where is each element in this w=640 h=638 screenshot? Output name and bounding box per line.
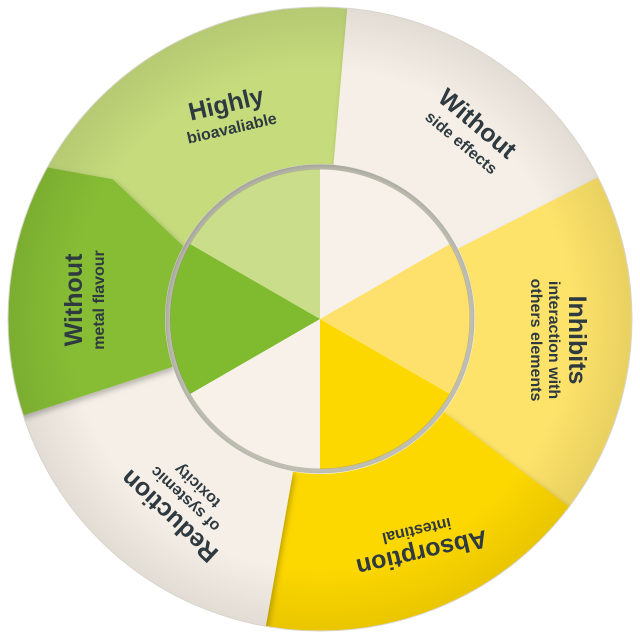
label-title: Inhibits [563,296,591,385]
label-subtitle: interaction with [545,281,562,399]
label-title: Without [60,253,88,346]
pie-slice-absorption-intestinal [320,319,450,469]
inner-pie-rim [165,164,475,474]
inner-pie [170,169,470,470]
pie-slice-without-side-effects [320,169,450,319]
pie-slice-inhibits-interaction [320,244,470,394]
label-subtitle: others elements [527,279,544,402]
pie-slice-reduction-toxicity [190,319,320,470]
label-without-metal-flavour: Without metal flavour [60,250,108,350]
ring-border [7,6,633,632]
pie-slice-without-metal-flavour [170,244,320,394]
label-inhibits-interaction: Inhibits interaction with others element… [527,279,591,402]
label-subtitle: metal flavour [91,250,108,350]
pie-slice-highly-bioavailable [190,169,320,319]
